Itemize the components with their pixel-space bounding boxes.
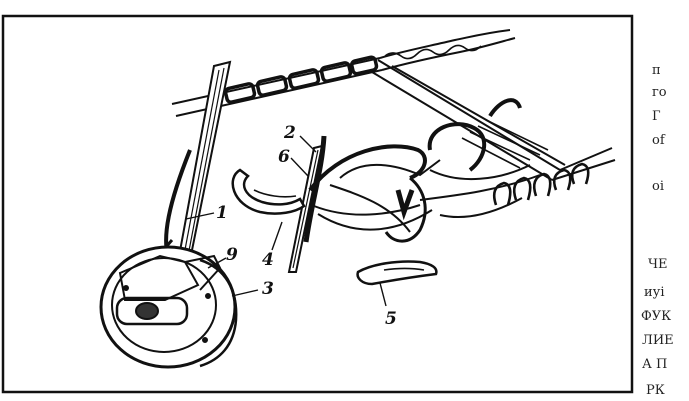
figure-frame xyxy=(1,14,634,394)
edge-text-line: РК xyxy=(646,383,665,398)
edge-text-line: го xyxy=(652,85,667,100)
edge-text-line: оі xyxy=(652,179,664,194)
edge-text-line: иуі xyxy=(644,285,664,300)
edge-text-line: А П xyxy=(642,357,667,372)
edge-text-line: Г xyxy=(652,109,661,124)
edge-text-line: п xyxy=(652,63,661,78)
callout-leaders xyxy=(185,135,387,307)
fabric-stitch-band xyxy=(171,29,616,206)
callout-1: 1 xyxy=(216,203,228,223)
edge-text-line: ЧЕ xyxy=(648,257,668,272)
lower-band-loops xyxy=(492,162,590,206)
needle-2 xyxy=(287,135,327,273)
callout-2: 2 xyxy=(283,123,296,143)
callout-5: 5 xyxy=(385,309,397,329)
cropped-page-text: п го Г of оі ЧЕ иуі ФУК ЛИЕ А П РК xyxy=(641,63,674,398)
callout-6: 6 xyxy=(278,147,290,167)
bobbin-shuttle xyxy=(99,245,238,369)
callout-3: 3 xyxy=(262,279,274,299)
edge-text-line: ФУК xyxy=(641,309,671,324)
callout-9: 9 xyxy=(226,245,238,265)
chain-stitch-loops xyxy=(223,55,379,104)
edge-text-line: of xyxy=(652,133,666,148)
callout-labels: 1 2 3 4 5 6 9 xyxy=(216,123,397,329)
edge-text-line: ЛИЕ xyxy=(642,333,674,348)
thread-loops xyxy=(308,98,549,243)
spreader-hook-5 xyxy=(356,260,438,286)
looper-hook-4 xyxy=(231,168,306,215)
callout-4: 4 xyxy=(262,250,274,270)
